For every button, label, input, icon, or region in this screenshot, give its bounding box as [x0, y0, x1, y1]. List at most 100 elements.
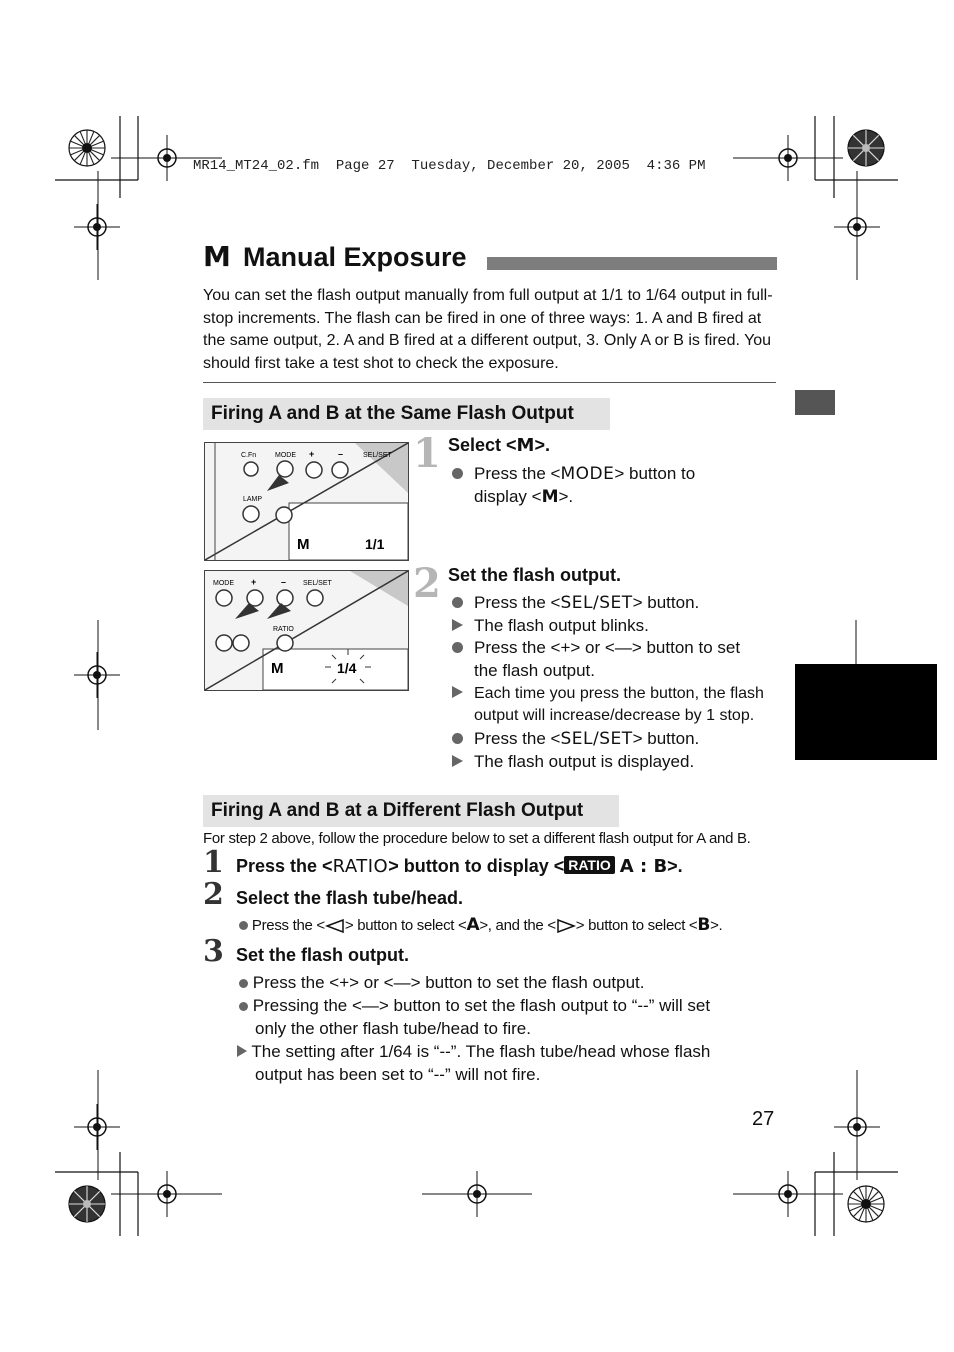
step2-item-1: Press the <SEL/SET> button. [452, 591, 699, 614]
flash-panel-figure-1: C.Fn MODE + – SEL/SET LAMP M 1/1 [204, 442, 409, 561]
s2-step3-item-3: The setting after 1/64 is “--”. The flas… [237, 1040, 710, 1063]
fig2-label-selset: SEL/SET [303, 580, 333, 587]
s2-step3-item-2: Pressing the <—> button to set the flash… [239, 994, 710, 1017]
text-fragment: Press the < [474, 593, 561, 612]
text-fragment: >. [710, 917, 723, 934]
text-fragment: > button to display < [388, 856, 565, 876]
text-fragment: >. [667, 856, 683, 876]
plus-button-glyph: + [560, 638, 571, 657]
text-fragment: > button to select < [344, 917, 467, 934]
step1-title: Select <M>. [448, 435, 550, 456]
text-fragment: output will increase/decrease by 1 stop. [474, 707, 755, 724]
text-fragment: Press the < [252, 973, 340, 992]
fig1-lcd-value: 1/1 [365, 536, 385, 552]
text-fragment: Each time you press the button, the flas… [474, 685, 764, 702]
fig1-label-plus: + [309, 449, 314, 459]
bullet-icon [239, 979, 248, 988]
text-fragment: Press the < [474, 638, 561, 657]
step-number-2: 2 [413, 560, 441, 607]
s2-step3-item-1: Press the <+> or <—> button to set the f… [239, 971, 644, 994]
text-fragment: the flash output. [474, 661, 595, 680]
minus-button-glyph: — [393, 973, 411, 992]
fig1-label-minus: – [338, 449, 343, 459]
text-fragment: > button to set the flash output. [410, 973, 645, 992]
fig1-lcd-mode: M [297, 536, 310, 553]
manual-mode-icon: M [516, 435, 535, 456]
registration-target-icon [847, 129, 885, 167]
step1-instruction: Press the <MODE> button to display <M>. [452, 462, 772, 507]
fig1-label-selset: SEL/SET [363, 452, 393, 459]
step1-title-post: >. [534, 435, 550, 455]
step2-item-3: Press the <+> or <—> button to set the f… [452, 636, 740, 680]
bullet-icon [452, 733, 463, 744]
text-fragment: The flash output blinks. [474, 616, 649, 635]
step2-title: Set the flash output. [448, 565, 621, 585]
step2-item-2: The flash output blinks. [452, 614, 649, 637]
fig1-label-mode: MODE [275, 452, 296, 459]
step-number-1: 1 [413, 430, 441, 477]
print-header: MR14_MT24_02.fm Page 27 Tuesday, Decembe… [193, 158, 706, 174]
text-fragment: > button to [614, 464, 696, 483]
minus-button-glyph: — [361, 996, 379, 1015]
divider [203, 382, 776, 383]
text-fragment: Pressing the < [252, 996, 362, 1015]
flash-a-glyph: A [466, 915, 480, 935]
text-fragment: > button to select < [575, 917, 698, 934]
bullet-icon [452, 597, 463, 608]
fig2-label-plus: + [251, 577, 256, 587]
crosshair-icon [74, 652, 120, 698]
flash-b-glyph: B [697, 915, 711, 935]
left-arrow-button-icon [324, 919, 344, 933]
text-fragment: Press the < [474, 729, 561, 748]
text-fragment: > button to set the flash output to “--”… [378, 996, 711, 1015]
ratio-button-glyph: RATIO [332, 856, 389, 877]
flash-panel-figure-2: MODE + – SEL/SET RATIO M 1/4 [204, 570, 409, 691]
fig2-lcd-value: 1/4 [337, 660, 357, 676]
manual-mode-icon: M [203, 240, 231, 273]
text-fragment: > button. [632, 593, 700, 612]
text-fragment: >. [558, 487, 574, 506]
text-fragment: > button. [632, 729, 700, 748]
section2-lead: For step 2 above, follow the procedure b… [203, 830, 751, 847]
chapter-tab-marker [795, 390, 835, 415]
title-text: Manual Exposure [243, 242, 467, 272]
s2-step3-title: Set the flash output. [236, 945, 409, 965]
mode-button-glyph: MODE [560, 464, 615, 484]
result-arrow-icon [237, 1045, 247, 1057]
crosshair-icon [74, 1104, 120, 1150]
right-arrow-button-icon [557, 919, 576, 933]
fig1-label-cfn: C.Fn [241, 452, 256, 459]
s2-step2-item: Press the <> button to select <A>, and t… [239, 915, 723, 935]
bullet-icon [452, 468, 463, 479]
text-fragment: The setting after 1/64 is “--”. The flas… [251, 1042, 711, 1061]
result-arrow-icon [452, 686, 463, 698]
step2-item-5: Press the <SEL/SET> button. [452, 727, 699, 750]
crosshair-icon [74, 204, 120, 250]
text-fragment: Press the < [474, 464, 561, 483]
step2-item-6: The flash output is displayed. [452, 750, 694, 773]
title-bar [487, 257, 777, 270]
page-title: M Manual Exposure [203, 240, 778, 280]
result-arrow-icon [452, 619, 463, 631]
plus-button-glyph: + [339, 973, 350, 992]
bullet-icon [452, 642, 463, 653]
ratio-badge-icon: RATIO [564, 856, 615, 874]
text-fragment: Press the < [236, 856, 333, 876]
text-fragment: > button to set [631, 638, 741, 657]
minus-button-glyph: — [614, 638, 632, 657]
step-number-1: 1 [203, 845, 224, 880]
text-fragment: Press the < [251, 917, 325, 934]
selset-button-glyph: SEL/SET [560, 729, 633, 749]
fig2-lcd-mode: M [271, 660, 284, 677]
selset-button-glyph: SEL/SET [560, 593, 633, 613]
text-fragment: > or < [570, 638, 615, 657]
bullet-icon [239, 921, 248, 930]
step-number-3: 3 [203, 934, 224, 969]
text-fragment: display < [474, 487, 542, 506]
fig2-label-minus: – [281, 577, 286, 587]
s2-step2-title: Select the flash tube/head. [236, 888, 464, 908]
manual-mode-icon: M [541, 487, 559, 507]
section1-heading: Firing A and B at the Same Flash Output [203, 398, 610, 430]
flash-panel-diagram-1: C.Fn MODE + – SEL/SET LAMP M 1/1 [205, 443, 408, 560]
